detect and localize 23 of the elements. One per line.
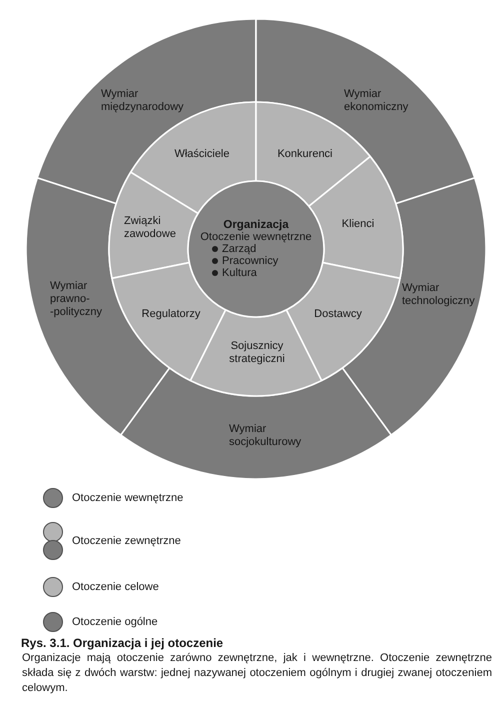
bullet-item-text: Pracownicy: [222, 255, 278, 267]
segment-label: Dostawcy: [314, 308, 362, 321]
bullet-item-text: Zarząd: [222, 243, 256, 255]
heading-text: Organizacja: [223, 219, 289, 231]
segment-label: Wymiar ekonomiczny: [344, 88, 410, 114]
legend-label: Otoczenie celowe: [72, 580, 159, 594]
segment-label: Związki zawodowe: [124, 215, 177, 241]
segment-label: Klienci: [342, 218, 374, 231]
segment-label: Wymiar międzynarodowy: [101, 88, 185, 114]
segment-label: Wymiar technologiczny: [402, 282, 476, 308]
segment-label: Wymiar prawno- -polityczny: [50, 280, 103, 319]
figure-caption: Organizacje mają otoczenie zarówno zewnętrzne, jak i wewnętrzne. Otoczenie zewnętrzne składa się z dwóch warstw: jednej nazywanej otoczeniem ogólnym i drugiej zwanej otoczeniem celowym.: [22, 651, 492, 696]
segment-label: Regulatorzy: [142, 308, 200, 321]
segment-label: Konkurenci: [277, 148, 333, 161]
legend-label: Otoczenie wewnętrzne: [72, 492, 184, 504]
segment-label: Sojusznicy strategiczni: [228, 340, 286, 366]
bullet-item-text: Kultura: [222, 267, 257, 279]
figure-title: Rys. 3.1. Organizacja i jej otoczenie: [21, 636, 224, 650]
legend-label: Otoczenie ogólne: [72, 616, 158, 628]
legend-label: Otoczenie zewnętrzne: [72, 534, 181, 548]
segment-label: Wymiar socjokulturowy: [229, 423, 302, 449]
subtitle-text: Otoczenie wewnętrzne: [200, 231, 312, 243]
segment-label: Właściciele: [174, 148, 230, 161]
